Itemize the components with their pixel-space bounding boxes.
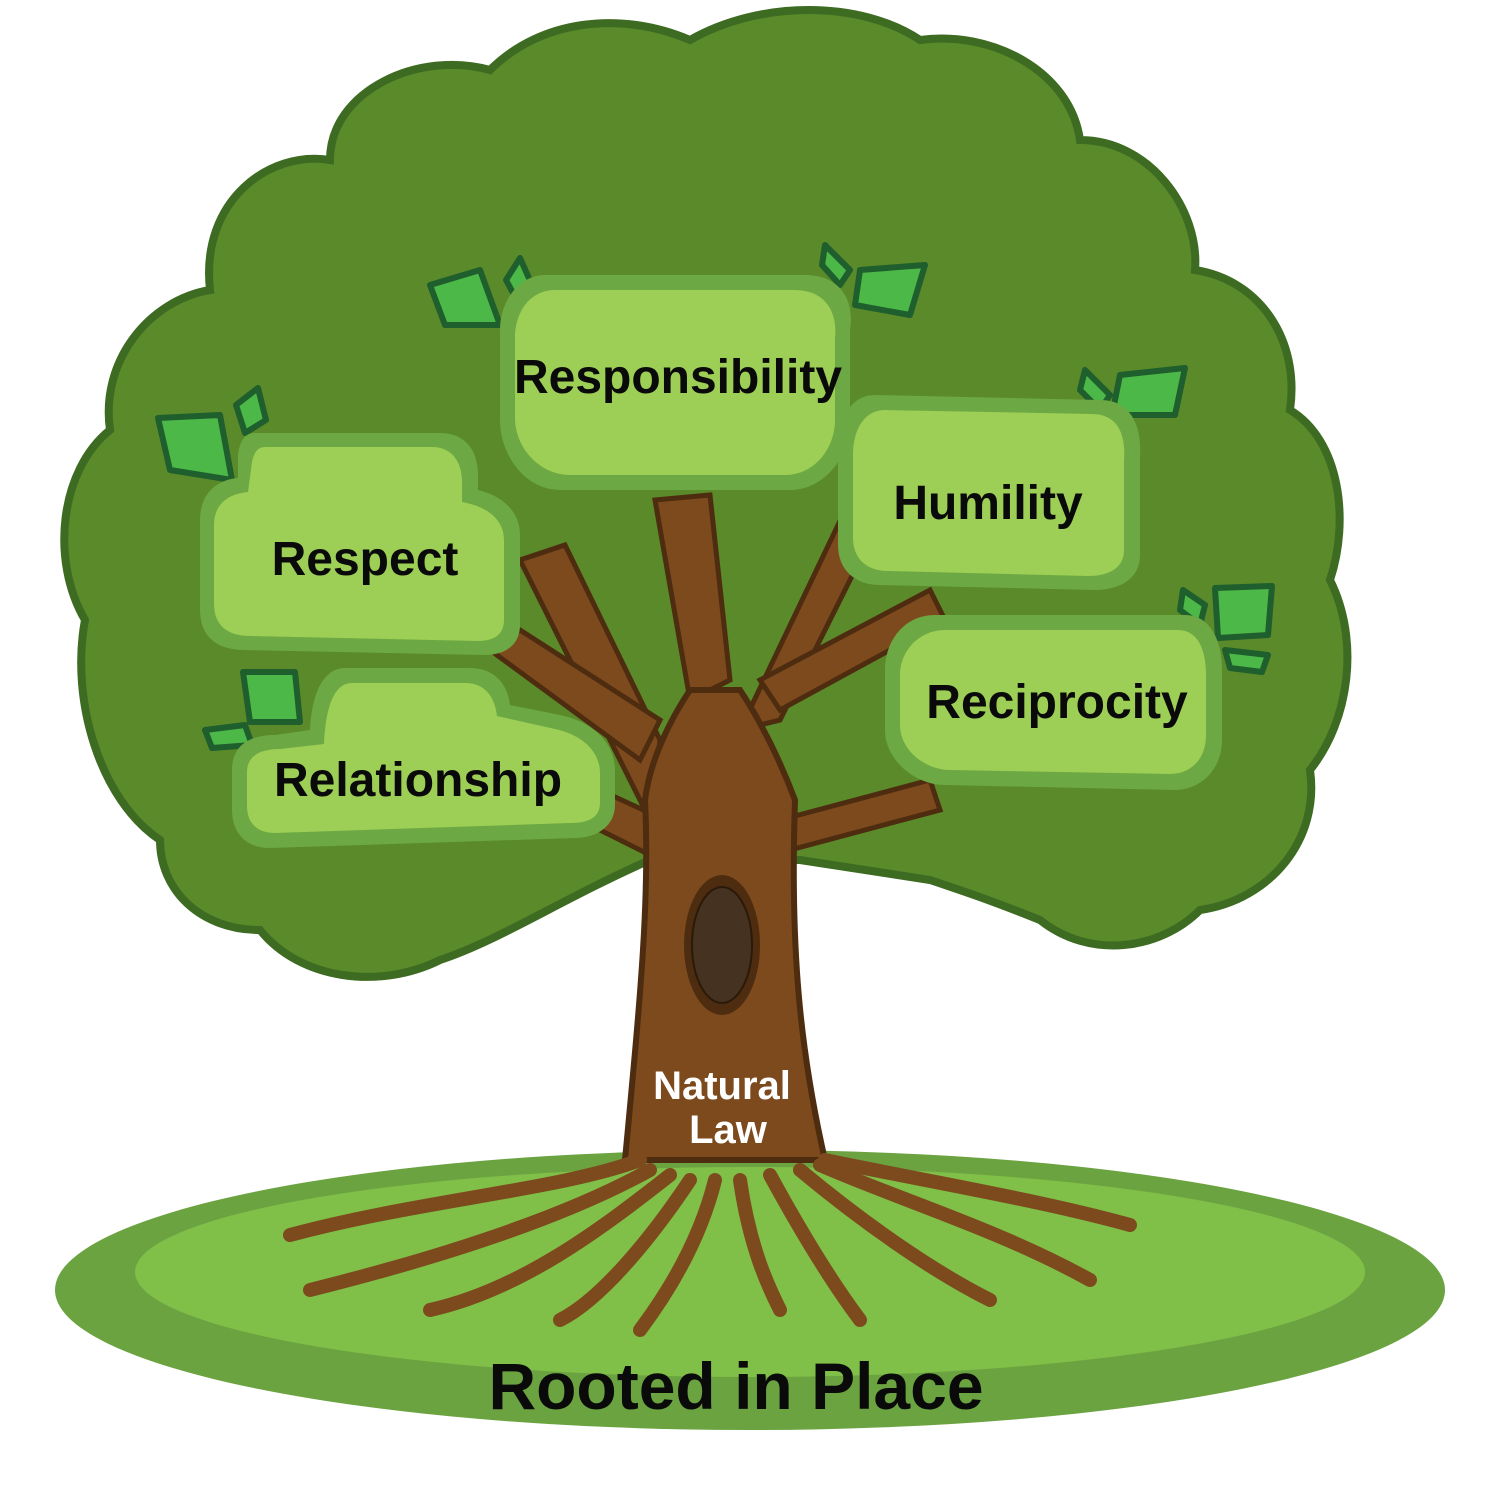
value-label-responsibility: Responsibility bbox=[513, 351, 843, 404]
trunk bbox=[621, 687, 829, 1163]
box-relationship bbox=[232, 668, 615, 848]
box-responsibility bbox=[500, 275, 851, 490]
box-reciprocity bbox=[885, 615, 1222, 790]
box-humility bbox=[838, 395, 1141, 590]
value-label-reciprocity: Reciprocity bbox=[926, 676, 1188, 729]
value-label-relationship: Relationship bbox=[273, 754, 563, 807]
roots bbox=[283, 1153, 1137, 1337]
trunk-label-line1: Natural bbox=[653, 1064, 791, 1108]
value-label-humility: Humility bbox=[893, 477, 1083, 530]
trunk-label-line2: Law bbox=[689, 1108, 767, 1152]
diagram-title: Rooted in Place bbox=[488, 1349, 984, 1423]
value-boxes bbox=[200, 275, 1222, 848]
box-respect bbox=[200, 433, 520, 655]
value-label-respect: Respect bbox=[271, 533, 459, 586]
leaves bbox=[155, 242, 1275, 751]
